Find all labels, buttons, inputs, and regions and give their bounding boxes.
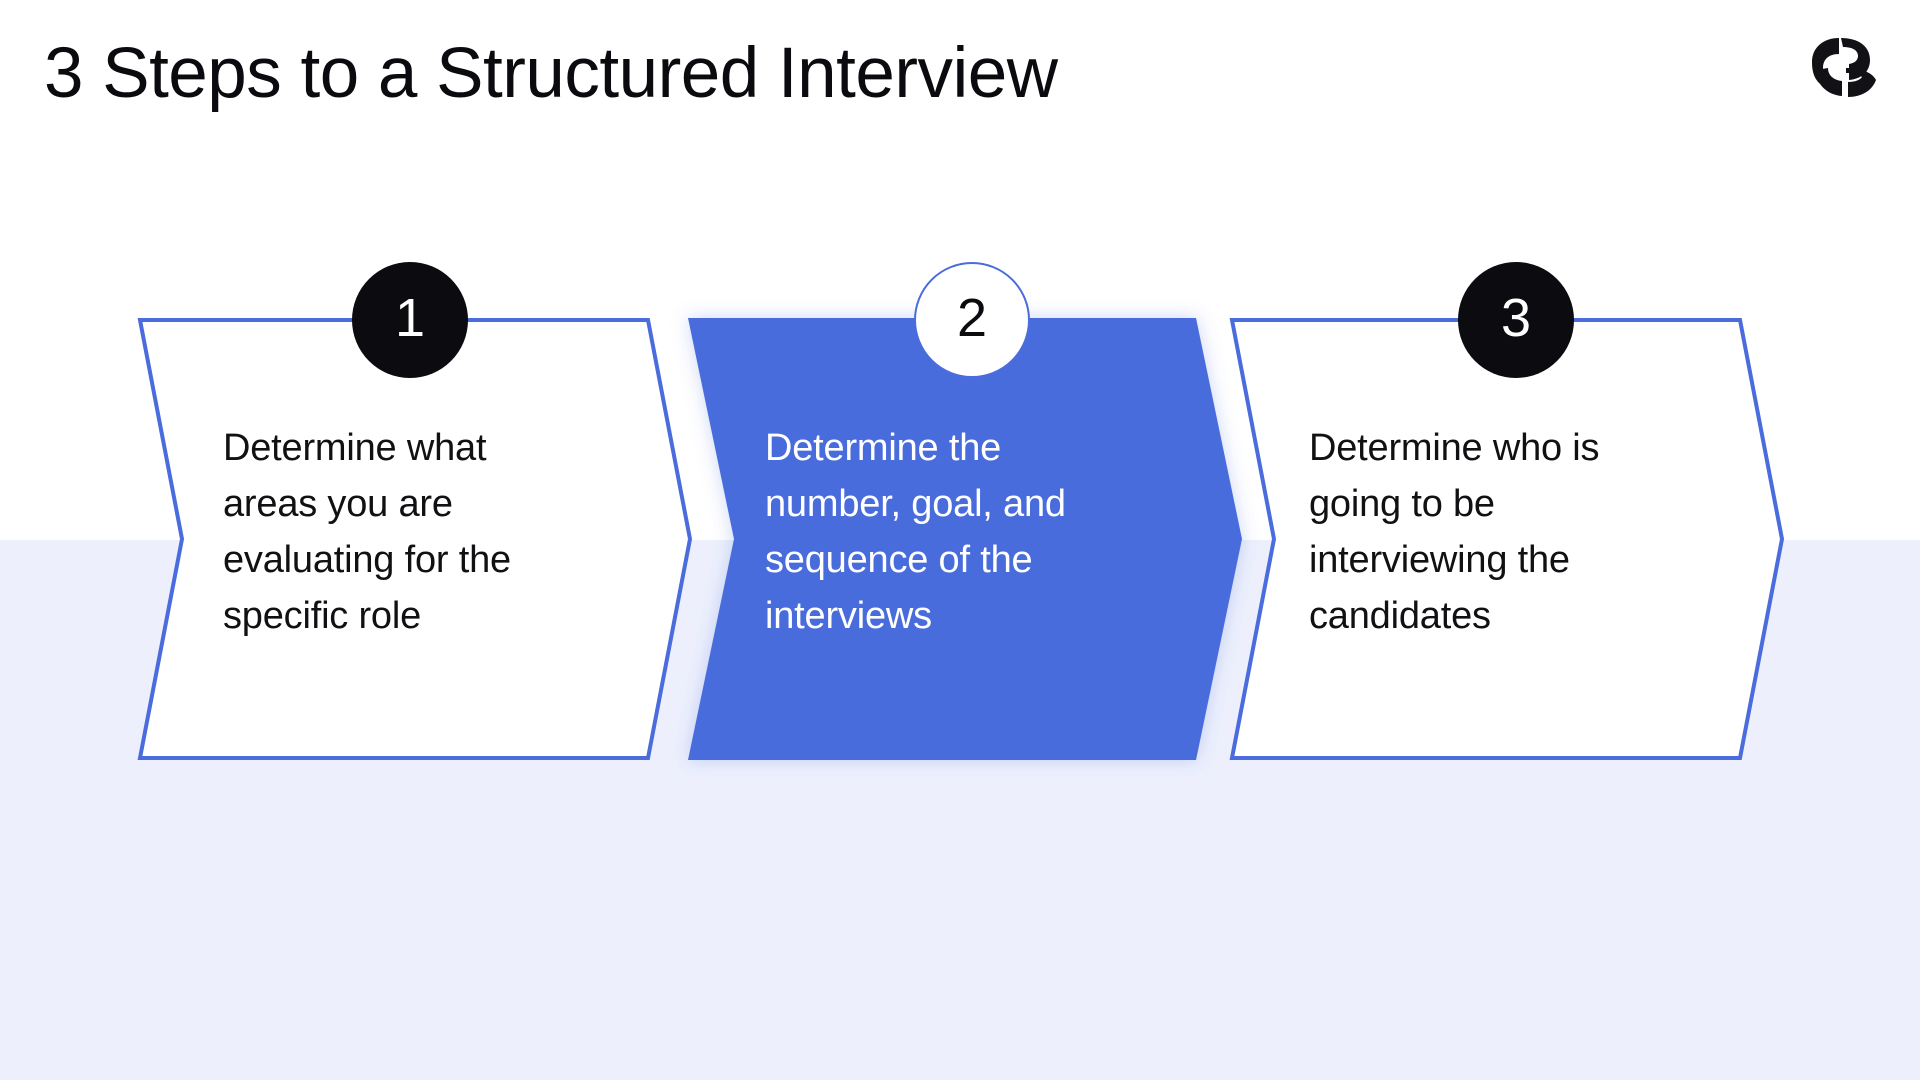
step-card-3-shape <box>1229 318 1785 760</box>
step-badge-1-number: 1 <box>394 288 426 348</box>
step-card-1-shape <box>137 318 693 760</box>
step-card-2[interactable]: Determine the number, goal, and sequence… <box>680 316 1260 762</box>
page-title: 3 Steps to a Structured Interview <box>44 34 1058 113</box>
step-badge-2: 2 <box>914 262 1030 378</box>
step-badge-3-number: 3 <box>1500 288 1532 348</box>
step-card-2-text: Determine the number, goal, and sequence… <box>765 427 1066 637</box>
step-card-1[interactable]: Determine what areas you are evaluating … <box>130 316 710 762</box>
step-card-3[interactable]: Determine who is going to be interviewin… <box>1222 316 1802 762</box>
step-card-2-shape <box>688 318 1242 760</box>
step-badge-1: 1 <box>352 262 468 378</box>
step-badge-2-number: 2 <box>956 288 988 348</box>
step-badge-3: 3 <box>1458 262 1574 378</box>
step-card-1-text: Determine what areas you are evaluating … <box>223 427 511 637</box>
stylized-r-logo <box>1806 34 1882 100</box>
step-card-3-text: Determine who is going to be interviewin… <box>1309 427 1600 637</box>
